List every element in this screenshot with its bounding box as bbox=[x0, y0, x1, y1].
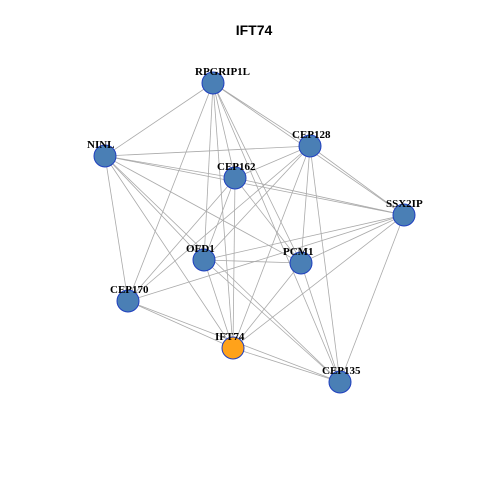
edge-rpgrip1l-cep162 bbox=[212, 82, 236, 179]
node-label-cep162: CEP162 bbox=[217, 161, 256, 173]
edge-cep170-ift74 bbox=[127, 300, 234, 349]
node-layer bbox=[93, 71, 416, 394]
edge-ninl-cep135 bbox=[104, 155, 341, 383]
edge-rpgrip1l-cep128 bbox=[212, 82, 311, 147]
node-cep135[interactable] bbox=[328, 370, 352, 394]
edge-ssx2ip-cep135 bbox=[339, 214, 405, 383]
edge-ssx2ip-ofd1 bbox=[203, 214, 405, 261]
edge-cep162-ofd1 bbox=[203, 177, 236, 261]
edge-cep128-ofd1 bbox=[203, 145, 311, 261]
edge-cep128-cep135 bbox=[309, 145, 341, 383]
node-ninl[interactable] bbox=[93, 144, 117, 168]
node-label-pcm1: PCM1 bbox=[283, 246, 314, 258]
edge-rpgrip1l-ift74 bbox=[212, 82, 234, 349]
edge-ninl-cep162 bbox=[104, 155, 236, 179]
node-ift74[interactable] bbox=[221, 336, 245, 360]
edge-layer bbox=[104, 82, 405, 383]
diagram-title: IFT74 bbox=[236, 22, 273, 38]
node-label-ssx2ip: SSX2IP bbox=[386, 198, 423, 210]
edge-cep128-ift74 bbox=[232, 145, 311, 349]
node-label-ofd1: OFD1 bbox=[186, 243, 215, 255]
node-label-cep128: CEP128 bbox=[292, 129, 331, 141]
edge-rpgrip1l-pcm1 bbox=[212, 82, 302, 264]
node-label-cep135: CEP135 bbox=[322, 365, 361, 377]
node-pcm1[interactable] bbox=[289, 251, 313, 275]
edge-ofd1-cep135 bbox=[203, 259, 341, 383]
edge-pcm1-ift74 bbox=[232, 262, 302, 349]
node-label-rpgrip1l: RPGRIP1L bbox=[195, 66, 250, 78]
edge-ninl-ofd1 bbox=[104, 155, 205, 261]
edge-cep162-cep170 bbox=[127, 177, 236, 302]
edge-ift74-cep135 bbox=[232, 347, 341, 383]
node-label-ift74: IFT74 bbox=[215, 331, 245, 343]
edge-cep162-pcm1 bbox=[234, 177, 302, 264]
node-ssx2ip[interactable] bbox=[392, 203, 416, 227]
node-cep128[interactable] bbox=[298, 134, 322, 158]
edge-ninl-ssx2ip bbox=[104, 155, 405, 216]
edge-cep128-cep170 bbox=[127, 145, 311, 302]
node-label-cep170: CEP170 bbox=[110, 284, 149, 296]
edge-cep162-ssx2ip bbox=[234, 177, 405, 216]
edge-ssx2ip-pcm1 bbox=[300, 214, 405, 264]
edge-ninl-cep128 bbox=[104, 145, 311, 157]
node-ofd1[interactable] bbox=[192, 248, 216, 272]
edge-rpgrip1l-ofd1 bbox=[203, 82, 214, 261]
edge-ssx2ip-ift74 bbox=[232, 214, 405, 349]
node-cep170[interactable] bbox=[116, 289, 140, 313]
edge-cep128-cep162 bbox=[234, 145, 311, 179]
node-cep162[interactable] bbox=[223, 166, 247, 190]
node-label-ninl: NINL bbox=[87, 139, 115, 151]
edge-ninl-ift74 bbox=[104, 155, 234, 349]
edge-ninl-cep170 bbox=[104, 155, 129, 302]
edge-ssx2ip-cep170 bbox=[127, 214, 405, 302]
node-rpgrip1l[interactable] bbox=[201, 71, 225, 95]
edge-ofd1-pcm1 bbox=[203, 259, 302, 264]
edge-cep128-ssx2ip bbox=[309, 145, 405, 216]
edge-cep162-ift74 bbox=[232, 177, 236, 349]
edge-ofd1-ift74 bbox=[203, 259, 234, 349]
edge-rpgrip1l-cep135 bbox=[212, 82, 341, 383]
edge-cep128-pcm1 bbox=[300, 145, 311, 264]
edge-pcm1-cep135 bbox=[300, 262, 341, 383]
edge-rpgrip1l-ninl bbox=[104, 82, 214, 157]
